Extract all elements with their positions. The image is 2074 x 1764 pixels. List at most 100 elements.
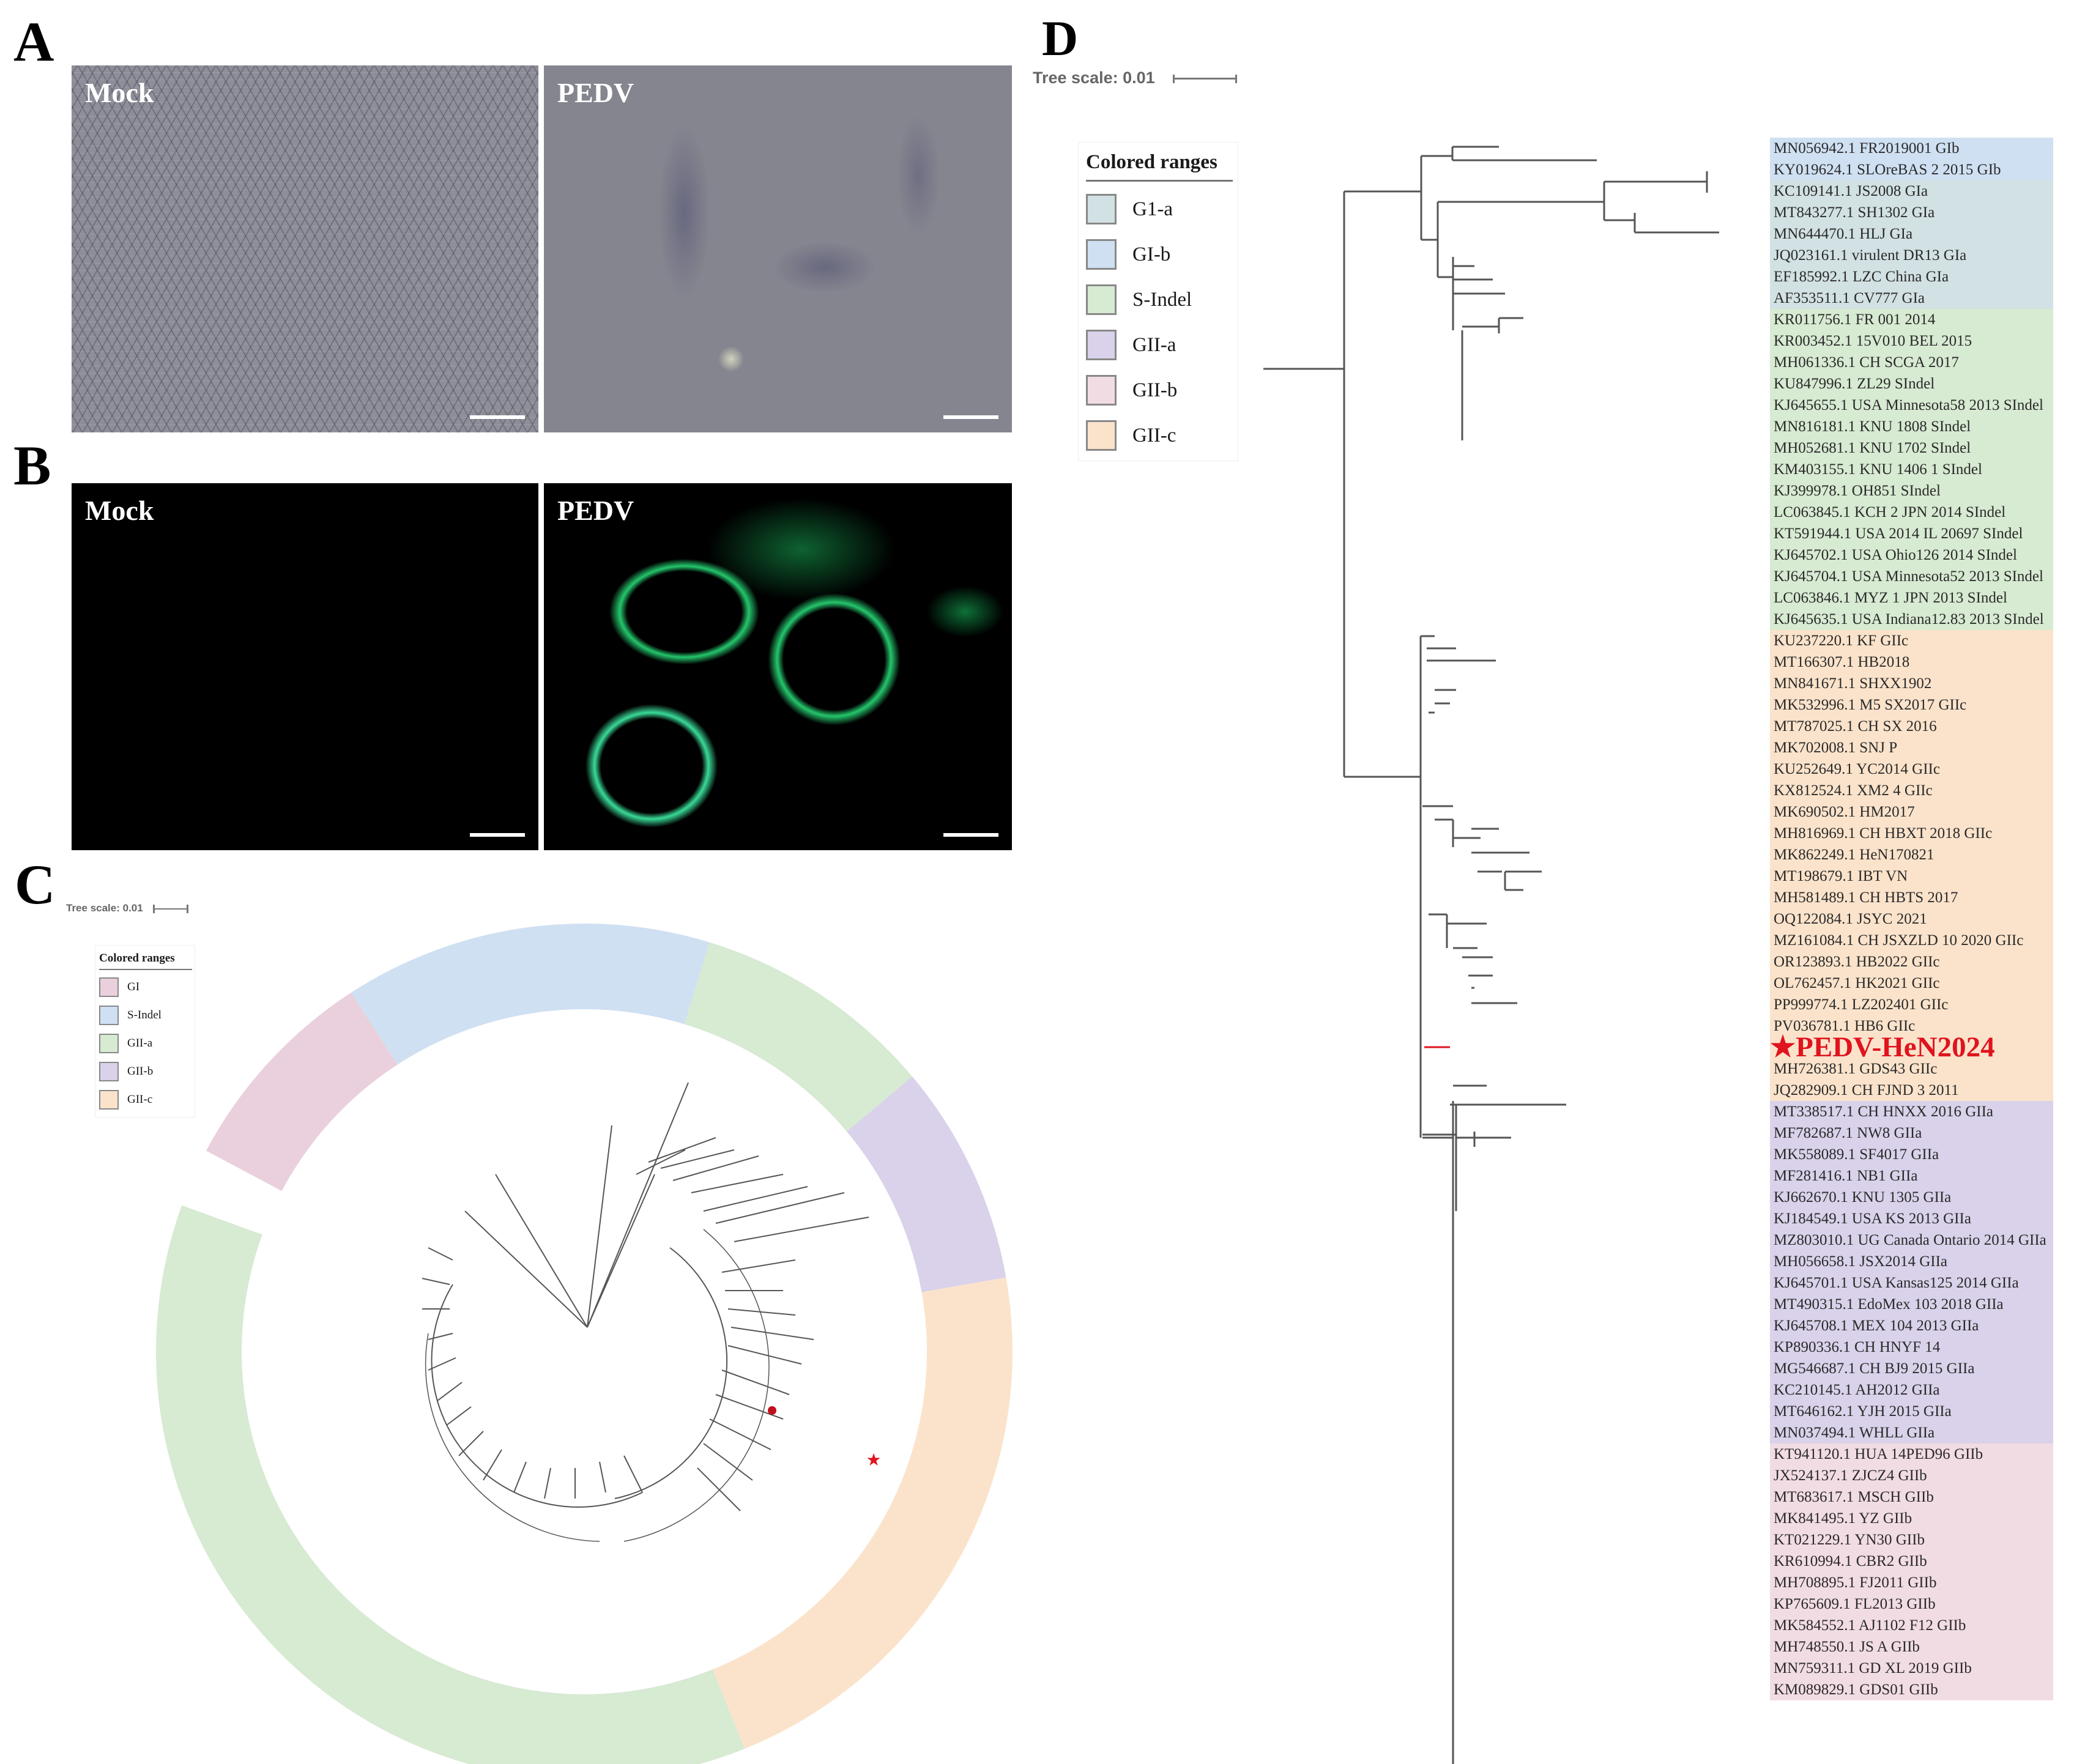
leaf-label: PP999774.1 LZ202401 GIIc (1774, 996, 1949, 1013)
leaf-label: MT683617.1 MSCH GIIb (1774, 1489, 1934, 1505)
image-label: Mock (85, 77, 154, 108)
scale-bar (470, 833, 525, 837)
legend-item-gii-a: GII-a (1086, 325, 1238, 365)
leaf-label: MK841495.1 YZ GIIb (1774, 1510, 1912, 1527)
micrograph-a-mock: Mock (72, 65, 538, 432)
fluorescence-b-mock: Mock (72, 483, 538, 850)
leaf-label: MK584552.1 AJ1102 F12 GIIb (1774, 1617, 1966, 1634)
leaf-label: KR011756.1 FR 001 2014 (1774, 311, 1936, 328)
leaf-label-highlight: ★PEDV-HeN2024 (1770, 1031, 1995, 1063)
legend-label: GII-b (1132, 379, 1178, 401)
ring-segment (351, 923, 710, 1065)
legend-item-gi: GI (99, 975, 195, 999)
legend-item-gii-b: GII-b (1086, 370, 1238, 410)
leaf-label: MK690502.1 HM2017 (1774, 804, 1915, 820)
leaf-label: KU847996.1 ZL29 SIndel (1774, 376, 1935, 392)
legend-label: G1-a (1132, 198, 1173, 220)
leaf-label: KX812524.1 XM2 4 GIIc (1774, 782, 1933, 799)
image-label: Mock (85, 495, 154, 526)
leaf-label: MT338517.1 CH HNXX 2016 GIIa (1774, 1103, 1993, 1120)
legend-label: S-Indel (1132, 288, 1192, 311)
leaf-label: KJ645708.1 MEX 104 2013 GIIa (1774, 1317, 1979, 1334)
swatch-gii-c (1086, 420, 1117, 451)
scale-bar (943, 415, 998, 419)
band-gii-b (1770, 1443, 2053, 1700)
leaf-label: MN037494.1 WHLL GIIa (1774, 1425, 1935, 1441)
leaf-label: KJ662670.1 KNU 1305 GIIa (1774, 1189, 1952, 1206)
leaf-label: MK702008.1 SNJ P (1774, 739, 1898, 756)
band-gi-b (1770, 138, 2053, 180)
leaf-label: MH816969.1 CH HBXT 2018 GIIc (1774, 825, 1993, 842)
legend-label: GII-a (127, 1037, 153, 1050)
leaf-label: MK558089.1 SF4017 GIIa (1774, 1146, 1939, 1163)
leaf-label: MT787025.1 CH SX 2016 (1774, 718, 1937, 735)
leaf-label: MH726381.1 GDS43 GIIc (1774, 1061, 1938, 1077)
leaf-label: JX524137.1 ZJCZ4 GIIb (1774, 1467, 1927, 1484)
leaf-label: MH052681.1 KNU 1702 SIndel (1774, 440, 1971, 456)
leaf-label: KP765609.1 FL2013 GIIb (1774, 1596, 1936, 1612)
legend-label: GI-b (1132, 243, 1171, 265)
tree-scale-label: Tree scale: 0.01 (1033, 69, 1155, 87)
leaf-label: PV036781.1 HB6 GIIc (1774, 1018, 1916, 1034)
panel-letter-b: B (13, 434, 51, 497)
legend-item-gi-b: GI-b (1086, 234, 1238, 275)
leaf-label: KT021229.1 YN30 GIIb (1774, 1532, 1925, 1548)
swatch-s-indel (99, 1006, 119, 1025)
image-label: PEDV (557, 77, 634, 108)
tree-scale-label: Tree scale: 0.01 (66, 902, 143, 914)
leaf-label: MT843277.1 SH1302 GIa (1774, 204, 1935, 221)
tree-scale-bar (153, 904, 189, 913)
legend-title: Colored ranges (1086, 151, 1233, 182)
ring-segment (684, 942, 913, 1132)
tree-scale-bar (1173, 75, 1238, 84)
leaf-label: JQ023161.1 virulent DR13 GIa (1774, 247, 1967, 264)
leaf-label: MH708895.1 FJ2011 GIIb (1774, 1574, 1937, 1591)
legend-item-gii-c: GII-c (1086, 415, 1238, 456)
leaf-label: KP890336.1 CH HNYF 14 (1774, 1339, 1941, 1355)
tree-scale-d: Tree scale: 0.01 (1033, 69, 1238, 87)
leaf-label: KY019624.1 SLOreBAS 2 2015 GIb (1774, 161, 2001, 178)
image-label: PEDV (557, 495, 634, 526)
leaf-label: MN841671.1 SHXX1902 (1774, 675, 1932, 692)
leaf-label: KM089829.1 GDS01 GIIb (1774, 1681, 1938, 1698)
leaf-label: KJ399978.1 OH851 SIndel (1774, 483, 1941, 499)
band-gii-c (1770, 630, 2053, 1101)
leaf-label: OQ122084.1 JSYC 2021 (1774, 911, 1927, 927)
leaf-label: KR610994.1 CBR2 GIIb (1774, 1553, 1927, 1569)
dot-marker (768, 1406, 776, 1415)
legend-item-gii-a: GII-a (99, 1031, 195, 1056)
micrograph-a-pedv: PEDV (544, 65, 1012, 432)
leaf-label: EF185992.1 LZC China GIa (1774, 269, 1949, 285)
leaf-label: MT490315.1 EdoMex 103 2018 GIIa (1774, 1296, 2004, 1313)
leaf-label: OL762457.1 HK2021 GIIc (1774, 975, 1940, 991)
leaf-label: JQ282909.1 CH FJND 3 2011 (1774, 1082, 1959, 1099)
swatch-s-indel (1086, 284, 1117, 315)
leaf-label: MT646162.1 YJH 2015 GIIa (1774, 1403, 1952, 1420)
leaf-label: MN816181.1 KNU 1808 SIndel (1774, 418, 1971, 435)
panel-letter-a: A (13, 10, 54, 73)
leaf-label: MH056658.1 JSX2014 GIIa (1774, 1253, 1948, 1270)
leaf-label: MK862249.1 HeN170821 (1774, 847, 1935, 863)
leaf-label: KU237220.1 KF GIIc (1774, 632, 1909, 649)
leaf-label: MK532996.1 M5 SX2017 GIIc (1774, 697, 1967, 713)
tree-branches (1263, 146, 1719, 1764)
leaf-label: MH581489.1 CH HBTS 2017 (1774, 889, 1958, 906)
star-marker-icon: ★ (866, 1451, 881, 1470)
leaf-label: KJ645702.1 USA Ohio126 2014 SIndel (1774, 547, 2017, 563)
ring-segment (712, 1277, 1013, 1749)
leaf-label: KJ645635.1 USA Indiana12.83 2013 SIndel (1774, 611, 2044, 628)
leaf-label: MN759311.1 GD XL 2019 GIIb (1774, 1660, 1972, 1677)
ring (156, 923, 1013, 1764)
swatch-gii-a (99, 1034, 119, 1053)
leaf-label: KJ184549.1 USA KS 2013 GIIa (1774, 1210, 1971, 1227)
legend-d: Colored ranges G1-a GI-b S-Indel GII-a G… (1078, 142, 1238, 461)
legend-label: GII-b (127, 1065, 154, 1078)
leaf-label: KJ645655.1 USA Minnesota58 2013 SIndel (1774, 397, 2043, 413)
ring-segment (846, 1077, 1006, 1292)
swatch-gii-b (1086, 375, 1117, 406)
leaf-label: MN056942.1 FR2019001 GIb (1774, 140, 1960, 157)
leaf-label: MF782687.1 NW8 GIIa (1774, 1125, 1922, 1141)
legend-title: Colored ranges (99, 952, 192, 970)
legend-label: S-Indel (127, 1009, 162, 1021)
